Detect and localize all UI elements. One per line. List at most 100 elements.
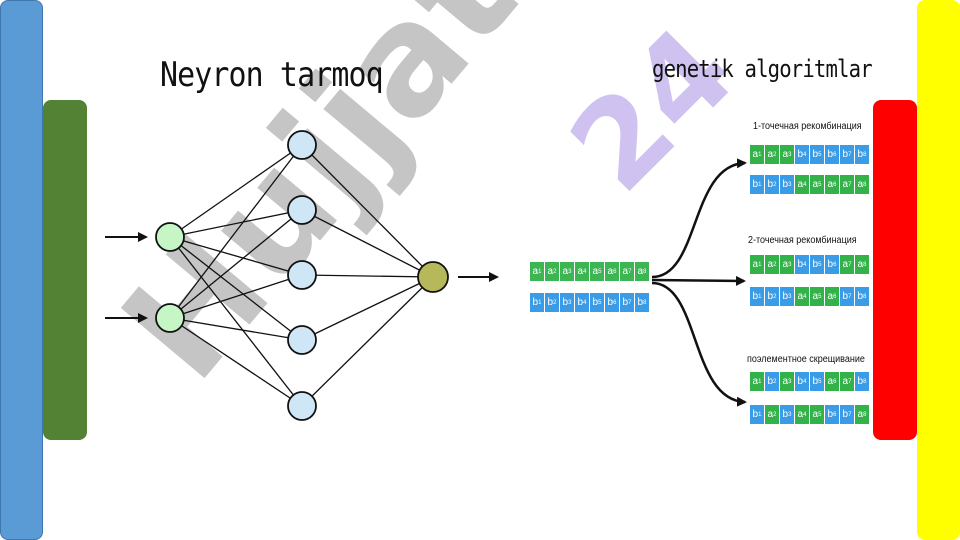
neural-network-title: Neyron tarmoq <box>160 55 384 95</box>
edge-input1-hidden1 <box>169 144 303 238</box>
output-node-1 <box>417 261 449 293</box>
left-outer-blue-bar <box>0 0 43 540</box>
edge-hidden4-output <box>301 276 434 341</box>
edge-hidden1-output <box>301 144 434 278</box>
input-node-1 <box>155 222 185 252</box>
genetic-algorithms-title: genetik algoritmlar <box>652 55 873 83</box>
edge-input2-hidden3 <box>169 274 303 319</box>
network-edges <box>169 144 434 407</box>
branch-arrow-3 <box>651 281 747 407</box>
hidden-node-1 <box>287 130 317 160</box>
hidden-node-3 <box>287 260 317 290</box>
elementwise-crossover-label: поэлементное скрещивание <box>747 354 865 365</box>
right-outer-yellow-bar <box>917 0 960 540</box>
hidden-node-4 <box>287 325 317 355</box>
edge-input2-hidden4 <box>169 317 303 341</box>
left-inner-green-bar <box>43 100 87 440</box>
edge-input1-hidden2 <box>169 209 303 238</box>
edge-input1-hidden3 <box>169 236 303 276</box>
edge-hidden3-output <box>301 274 434 278</box>
network-nodes <box>155 130 449 421</box>
edge-input2-hidden2 <box>169 209 303 319</box>
edge-input2-hidden1 <box>169 144 303 319</box>
flow-arrows <box>105 158 747 407</box>
right-inner-red-bar <box>873 100 917 440</box>
hidden-node-2 <box>287 195 317 225</box>
edge-input2-hidden5 <box>169 317 303 407</box>
branch-arrow-2 <box>651 275 746 286</box>
two-point-recombination-label: 2-точечная рекомбинация <box>748 235 857 246</box>
edge-input1-hidden5 <box>169 236 303 407</box>
input-node-2 <box>155 303 185 333</box>
hidden-node-5 <box>287 391 317 421</box>
edge-input1-hidden4 <box>169 236 303 341</box>
branch-arrow-1 <box>651 158 747 279</box>
one-point-recombination-label: 1-точечная рекомбинация <box>753 121 862 132</box>
edge-hidden2-output <box>301 209 434 278</box>
